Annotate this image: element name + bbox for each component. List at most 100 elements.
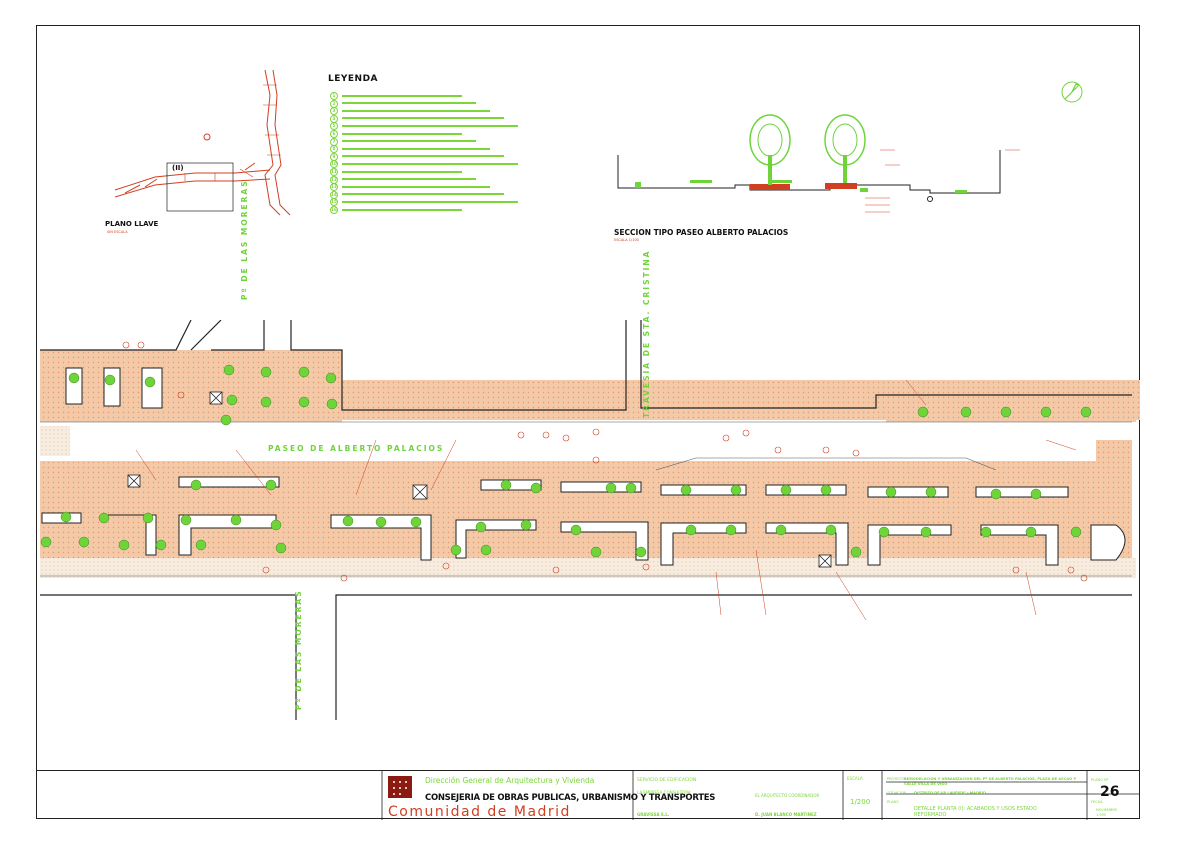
- legend-item-line: [342, 109, 490, 112]
- consejeria-text: CONSEJERIA DE OBRAS PUBLICAS, URBANISMO …: [425, 793, 716, 803]
- legend-item-line: [342, 140, 476, 143]
- tree-icon: [885, 486, 897, 498]
- tree-icon: [570, 524, 582, 536]
- legend-item: 16: [330, 206, 462, 214]
- tree-icon: [1040, 406, 1052, 418]
- tree-icon: [275, 542, 287, 554]
- marker-circle: [1080, 574, 1088, 582]
- key-plan-scale: SIN ESCALA: [107, 230, 128, 234]
- tree-icon: [195, 539, 207, 551]
- escala-value: 1/200: [850, 798, 871, 806]
- tree-icon: [144, 376, 156, 388]
- tree-icon: [850, 546, 862, 558]
- legend-item-line: [342, 147, 490, 150]
- plano-number-label: PLANO Nº: [1091, 778, 1109, 782]
- tree-icon: [685, 524, 697, 536]
- key-plan-title: PLANO LLAVE: [105, 220, 159, 228]
- tree-icon: [1070, 526, 1082, 538]
- fecha-value: NOVIEMBRE 1.995: [1096, 808, 1118, 817]
- legend-title: LEYENDA: [328, 74, 379, 84]
- tree-icon: [530, 482, 542, 494]
- marker-circle: [177, 391, 185, 399]
- legend-item: 9: [330, 152, 504, 161]
- direccion-text: Dirección General de Arquitectura y Vivi…: [425, 776, 595, 785]
- legend-item-line: [342, 117, 504, 120]
- legend-item: 5: [330, 122, 518, 131]
- legend-item-line: [342, 124, 518, 127]
- tree-icon: [1000, 406, 1012, 418]
- marker-circle: [592, 428, 600, 436]
- legend-item: 6: [330, 130, 462, 138]
- legend-item: 8: [330, 145, 490, 154]
- legend-item-number: 6: [330, 130, 338, 138]
- moreras-bottom-label: Pº DE LAS MORERAS: [294, 589, 303, 710]
- moreras-top-label: Pº DE LAS MORERAS: [240, 179, 249, 300]
- marker-circle: [262, 566, 270, 574]
- tree-icon: [590, 546, 602, 558]
- tree-icon: [1080, 406, 1092, 418]
- marker-circle: [722, 434, 730, 442]
- tree-icon: [410, 516, 422, 528]
- proyecto-label: PROYECTO: [887, 777, 906, 781]
- tree-icon: [220, 414, 232, 426]
- tree-icon: [104, 374, 116, 386]
- tree-icon: [223, 364, 235, 376]
- marker-circle: [562, 434, 570, 442]
- tree-icon: [78, 536, 90, 548]
- empresa-name: GRAVISSA S.L.: [637, 812, 670, 817]
- section-scale: ESCALA 1/100: [614, 238, 639, 242]
- legend-item-number: 4: [330, 114, 338, 123]
- legend-item: 14: [330, 190, 504, 199]
- tree-icon: [155, 539, 167, 551]
- marker-circle: [137, 341, 145, 349]
- key-plan-map: [114, 69, 291, 216]
- marker-circle: [774, 446, 782, 454]
- plano-label: PLANO: [887, 800, 899, 804]
- tree-icon: [605, 482, 617, 494]
- tree-icon: [500, 479, 512, 491]
- situacion-value: DISTRITO DE VILLAVERDE - MADRID: [914, 791, 987, 795]
- drawing-frame: [36, 25, 1140, 819]
- tree-icon: [780, 484, 792, 496]
- marker-circle: [822, 446, 830, 454]
- legend-item-number: 5: [330, 122, 338, 131]
- trees-group: [40, 364, 1092, 558]
- tree-icon: [960, 406, 972, 418]
- marker-circle: [517, 431, 525, 439]
- tree-icon: [980, 526, 992, 538]
- tree-icon: [480, 544, 492, 556]
- tree-icon: [824, 114, 866, 183]
- legend-item-line: [342, 155, 504, 158]
- legend-item-line: [342, 193, 504, 196]
- tree-icon: [520, 519, 532, 531]
- tree-icon: [230, 514, 242, 526]
- tree-icon: [749, 114, 791, 185]
- tree-icon: [298, 396, 310, 408]
- marker-circle: [340, 574, 348, 582]
- tree-icon: [98, 512, 110, 524]
- legend-item-line: [342, 162, 518, 165]
- legend-item-number: 15: [330, 198, 338, 207]
- legend-item-number: 2: [330, 99, 338, 108]
- tree-icon: [820, 484, 832, 496]
- plano-number: 26: [1100, 784, 1120, 800]
- legend-item-line: [342, 170, 462, 173]
- legend-item-line: [342, 132, 462, 135]
- legend-item: 1: [330, 92, 462, 100]
- tree-icon: [1030, 488, 1042, 500]
- tree-icon: [775, 524, 787, 536]
- tree-icon: [450, 544, 462, 556]
- legend-item-number: 16: [330, 206, 338, 214]
- section-drawing: [617, 114, 1020, 213]
- north-arrow-icon: [1061, 81, 1083, 103]
- marker-circle: [642, 563, 650, 571]
- legend-item-number: 7: [330, 137, 338, 146]
- proyecto-value: REMODELACION Y URBANIZACION DEL Pº DE AL…: [904, 777, 1077, 786]
- legend-item-number: 13: [330, 183, 338, 192]
- tree-icon: [990, 488, 1002, 500]
- marker-circle: [742, 429, 750, 437]
- tree-icon: [260, 366, 272, 378]
- tree-icon: [920, 526, 932, 538]
- situacion-label: SITUACION: [887, 791, 907, 795]
- tree-icon: [68, 372, 80, 384]
